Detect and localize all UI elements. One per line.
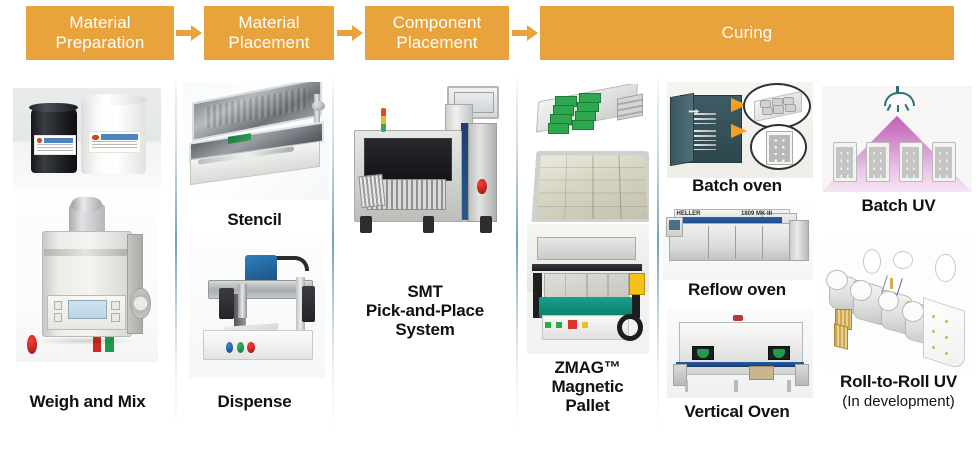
material-jars-photo <box>13 88 161 190</box>
magnetic-pallet-tray-photo <box>527 142 649 222</box>
column-divider <box>657 76 659 440</box>
caption-weigh-and-mix: Weigh and Mix <box>29 392 146 411</box>
column-material-preparation: Weigh and Mix <box>0 72 175 452</box>
caption-dispense: Dispense <box>217 392 292 411</box>
column-ovens: Batch oven HELLER 1809 MK III Reflow ove… <box>659 72 815 452</box>
caption-stencil: Stencil <box>227 210 282 229</box>
stencil-printer-photo <box>183 82 329 200</box>
stage-box-curing[interactable]: Curing <box>540 6 954 60</box>
column-material-placement: Stencil Dispense <box>177 72 332 452</box>
stage-label-line: Curing <box>721 22 773 42</box>
vertical-oven-photo <box>667 308 813 398</box>
column-uv: Batch UV <box>817 72 980 452</box>
batch-uv-illustration <box>822 86 972 192</box>
column-divider <box>175 76 177 440</box>
batch-oven-illustration <box>667 82 813 178</box>
caption-line: System <box>395 320 455 340</box>
column-component-placement: SMT Pick-and-Place System <box>334 72 516 452</box>
stage-label-line: Placement <box>228 33 310 52</box>
dispensing-robot-photo <box>189 238 325 378</box>
magnetic-pallet-station-photo <box>527 224 649 354</box>
stage-label-line: Placement <box>396 33 478 52</box>
column-zmag-magnetic-pallet: ZMAG™ Magnetic Pallet <box>518 72 657 452</box>
stage-label-line: Material <box>238 12 300 32</box>
caption-batch-uv: Batch UV <box>861 196 936 215</box>
process-flow-banner: Material Preparation Material Placement … <box>0 0 980 72</box>
magnified-pallet-callout <box>742 82 812 130</box>
stage-box-component-placement[interactable]: Component Placement <box>365 6 509 60</box>
insert-arrow-icon <box>688 108 700 114</box>
column-divider <box>516 76 518 440</box>
magnified-panel-callout <box>750 124 807 171</box>
column-divider <box>332 76 334 440</box>
caption-line: Pick-and-Place <box>365 301 485 321</box>
smt-pick-and-place-machine-photo <box>346 82 506 268</box>
caption-zmag-magnetic-pallet: ZMAG™ Magnetic Pallet <box>518 358 657 415</box>
caption-reflow-oven: Reflow oven <box>688 280 786 299</box>
arrow-right-icon <box>337 25 363 41</box>
speedmixer-photo <box>16 194 158 362</box>
caption-line: SMT <box>407 282 443 301</box>
arrow-right-icon <box>512 25 538 41</box>
stage-box-material-placement[interactable]: Material Placement <box>204 6 334 60</box>
caption-smt-pick-and-place: SMT Pick-and-Place System <box>334 282 516 339</box>
stage-label-line: Material <box>69 12 131 32</box>
caption-line: Pallet <box>565 396 610 416</box>
magnetic-pallet-open-photo <box>527 84 649 140</box>
caption-roll-to-roll-uv-status: (In development) <box>842 393 955 410</box>
caption-line: ZMAG™ <box>554 358 621 377</box>
process-columns: Weigh and Mix Stencil <box>0 72 980 452</box>
stage-label-line: Preparation <box>55 33 145 52</box>
caption-vertical-oven: Vertical Oven <box>684 402 790 421</box>
roll-to-roll-uv-illustration <box>823 238 975 370</box>
caption-line: Magnetic <box>551 377 624 397</box>
stage-box-material-preparation[interactable]: Material Preparation <box>26 6 174 60</box>
reflow-oven-brand: HELLER <box>676 211 701 218</box>
stage-label-line: Component <box>392 12 482 32</box>
caption-roll-to-roll-uv: Roll-to-Roll UV <box>840 372 957 391</box>
reflow-oven-photo: HELLER 1809 MK III <box>663 198 813 280</box>
arrow-right-icon <box>176 25 202 41</box>
reflow-oven-model: 1809 MK III <box>741 211 773 218</box>
caption-batch-oven: Batch oven <box>692 176 782 195</box>
